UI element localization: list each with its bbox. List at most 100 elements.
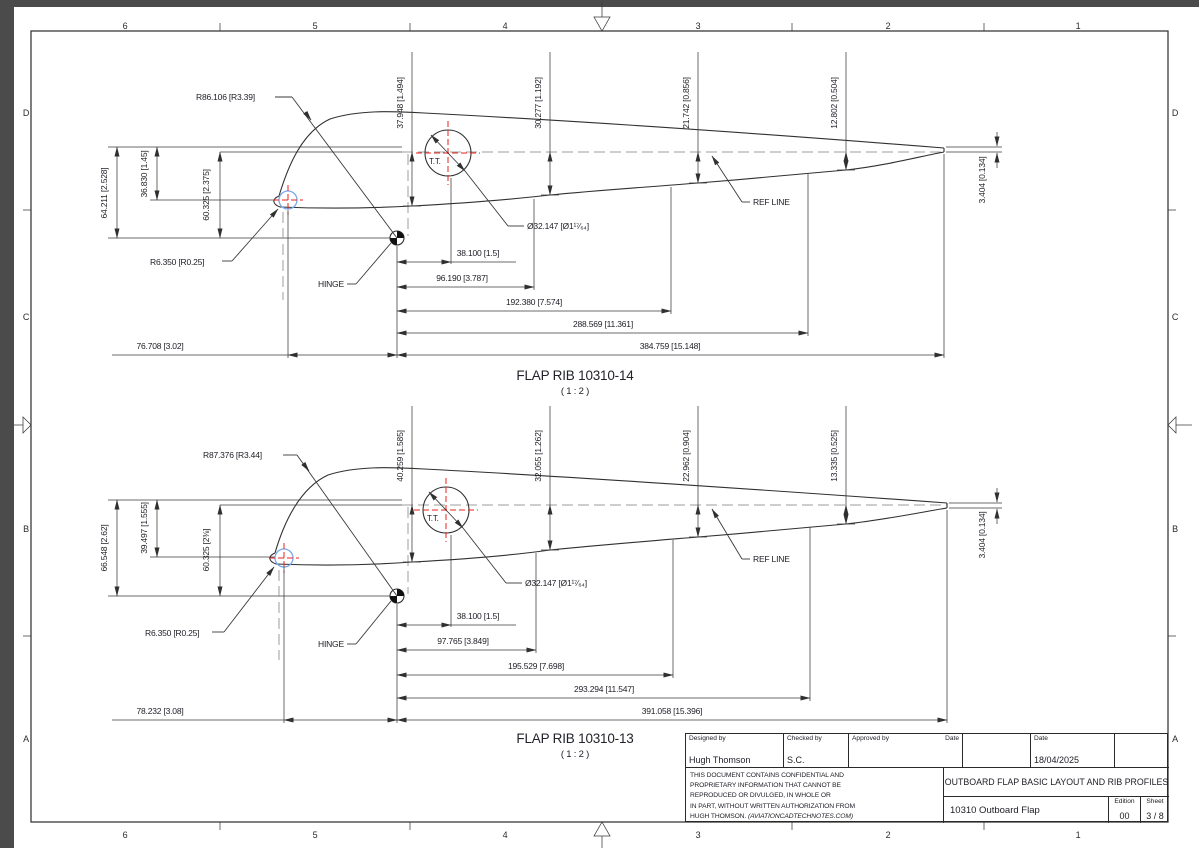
- dim-text: 12.802 [0.504]: [829, 77, 839, 129]
- dim-text: 60.325 [2.375]: [201, 169, 211, 221]
- radius-label: R87.376 [R3.44]: [203, 450, 262, 460]
- bottom-left-dimensions: 66.548 [2.62] 39.497 [1.555] 60.325 [2⅜]: [99, 499, 223, 597]
- designed-by-label: Designed by: [689, 735, 726, 742]
- dim-text: 64.211 [2.528]: [99, 168, 109, 219]
- zone-labels: 6 5 4 3 2 1 6 5 4 3 2 1 D C B A D C B A: [23, 21, 1179, 840]
- view-scale-top: ( 1 : 2 ): [561, 386, 589, 397]
- drawing-title: OUTBOARD FLAP BASIC LAYOUT AND RIB PROFI…: [944, 777, 1169, 787]
- hole-diameter-label: Ø32.147 [Ø1¹⁷⁄₆₄]: [525, 578, 587, 588]
- sheet-label: Sheet: [1146, 798, 1164, 805]
- radius-label: R86.106 [R3.39]: [196, 92, 255, 102]
- dim-text: 3.404 [0.134]: [977, 156, 987, 203]
- checked-by-label: Checked by: [787, 735, 822, 742]
- sheet-frame: 6 5 4 3 2 1 6 5 4 3 2 1 D C B A D C B A: [14, 2, 1192, 848]
- surface-radius-callout-bottom: R87.376 [R3.44]: [203, 450, 398, 597]
- airfoil-outline-top: [273, 111, 945, 209]
- dim-text: 37.948 [1.494]: [395, 77, 405, 129]
- zone-row: D: [1172, 108, 1179, 118]
- dim-text: 96.190 [3.787]: [436, 273, 488, 283]
- date-label: Date: [1034, 735, 1048, 742]
- disclaimer-line: HUGH THOMSON. (AVIATIONCADTECHNOTES.COM): [690, 812, 853, 820]
- radius-label: R6.350 [R0.25]: [150, 257, 204, 267]
- ref-line-label: REF LINE: [753, 554, 790, 564]
- disclaimer-line: IN PART, WITHOUT WRITTEN AUTHORIZATION F…: [690, 802, 855, 810]
- tt-hole-bottom: T.T. Ø32.147 [Ø1¹⁷⁄₆₄]: [414, 478, 587, 588]
- zone-row: A: [23, 734, 29, 744]
- view-title-bottom: FLAP RIB 10310-13: [516, 731, 633, 746]
- zone-row: C: [1172, 312, 1179, 322]
- dim-text: 78.232 [3.08]: [136, 706, 183, 716]
- le-radius-callout-bottom: R6.350 [R0.25]: [145, 566, 275, 638]
- checked-by-cell: Checked by S.C.: [784, 734, 849, 768]
- zone-col: 6: [123, 21, 128, 31]
- zone-col: 2: [886, 830, 891, 840]
- bottom-thickness-dimensions: 40.259 [1.585] 32.055 [1.262] 22.962 [0.…: [395, 406, 1002, 563]
- dim-text: 40.259 [1.585]: [395, 430, 405, 482]
- disclaimer-line: THIS DOCUMENT CONTAINS CONFIDENTIAL AND: [690, 772, 844, 779]
- hinge-label: HINGE: [318, 639, 344, 649]
- centering-mark-top: [593, 2, 611, 32]
- view-scale-bottom: ( 1 : 2 ): [561, 749, 589, 760]
- flap-rib-10310-14-view: 64.211 [2.528] 36.830 [1.45] 60.325 [2.3…: [99, 52, 1002, 397]
- zone-row: B: [23, 524, 29, 534]
- zone-row: A: [1172, 734, 1178, 744]
- zone-col: 2: [886, 21, 891, 31]
- hole-diameter-label: Ø32.147 [Ø1¹⁷⁄₆₄]: [527, 221, 589, 231]
- zone-col: 3: [696, 830, 701, 840]
- disclaimer-line: PROPRIETARY INFORMATION THAT CANNOT BE: [690, 782, 841, 790]
- empty-cell: [1115, 734, 1169, 768]
- dim-text: 21.742 [0.856]: [681, 77, 691, 129]
- tt-label: T.T.: [427, 514, 439, 523]
- hinge-callout-bottom: HINGE: [318, 600, 392, 649]
- dim-text: 60.325 [2⅜]: [201, 529, 211, 572]
- dim-text: 66.548 [2.62]: [99, 524, 109, 571]
- date-label: Date: [945, 735, 959, 742]
- dim-text: 30.277 [1.192]: [533, 77, 543, 129]
- edition-label: Edition: [1114, 798, 1135, 805]
- screen-edge-top: [0, 0, 1199, 7]
- dim-text: 38.100 [1.5]: [457, 611, 500, 621]
- centering-mark-left: [14, 416, 32, 434]
- zone-row: C: [23, 312, 30, 322]
- approved-by-cell: Approved by Date: [849, 734, 963, 768]
- dim-text: 384.759 [15.148]: [640, 341, 701, 351]
- hinge-callout-top: HINGE: [318, 242, 392, 289]
- tt-hole-top: T.T. Ø32.147 [Ø1¹⁷⁄₆₄]: [416, 121, 589, 231]
- zone-col: 4: [503, 21, 508, 31]
- zone-col: 4: [503, 830, 508, 840]
- screen-edge-left: [0, 0, 14, 848]
- dim-text: 32.055 [1.262]: [533, 430, 543, 482]
- zone-col: 5: [313, 21, 318, 31]
- radius-label: R6.350 [R0.25]: [145, 628, 199, 638]
- zone-col: 6: [123, 830, 128, 840]
- edition-cell: Edition 00: [1109, 797, 1141, 823]
- le-radius-callout-top: R6.350 [R0.25]: [150, 208, 279, 267]
- checked-by-value: S.C.: [787, 755, 805, 765]
- ref-line-label: REF LINE: [753, 197, 790, 207]
- sheet-cell: Sheet 3 / 8: [1141, 797, 1169, 823]
- zone-col: 3: [696, 21, 701, 31]
- dim-text: 13.335 [0.525]: [829, 430, 839, 482]
- dim-text: 22.962 [0.904]: [681, 430, 691, 482]
- dim-text: 288.569 [11.361]: [573, 319, 633, 329]
- dim-text: 76.708 [3.02]: [136, 341, 183, 351]
- part-name-cell: 10310 Outboard Flap: [944, 797, 1109, 823]
- hinge-label: HINGE: [318, 279, 344, 289]
- top-chain-dimensions: 38.100 [1.5] 96.190 [3.787] 192.380 [7.5…: [112, 154, 945, 358]
- sheet-value: 3 / 8: [1146, 811, 1164, 821]
- disclaimer-site: (AVIATIONCADTECHNOTES.COM): [747, 812, 853, 820]
- leading-edge-point-top: [273, 185, 303, 215]
- dim-text: 36.830 [1.45]: [139, 150, 149, 197]
- tt-label: T.T.: [429, 157, 441, 166]
- dim-text: 391.058 [15.396]: [642, 706, 703, 716]
- drawing-title-cell: OUTBOARD FLAP BASIC LAYOUT AND RIB PROFI…: [944, 768, 1169, 797]
- designed-by-cell: Designed by Hugh Thomson: [686, 734, 784, 768]
- title-block: Designed by Hugh Thomson Checked by S.C.…: [685, 733, 1169, 823]
- approved-by-label: Approved by: [852, 735, 890, 742]
- ref-line-callout-bottom: REF LINE: [711, 508, 790, 564]
- surface-radius-callout-top: R86.106 [R3.39]: [196, 92, 398, 239]
- centering-mark-bottom: [593, 821, 611, 848]
- dim-text: 192.380 [7.574]: [506, 297, 562, 307]
